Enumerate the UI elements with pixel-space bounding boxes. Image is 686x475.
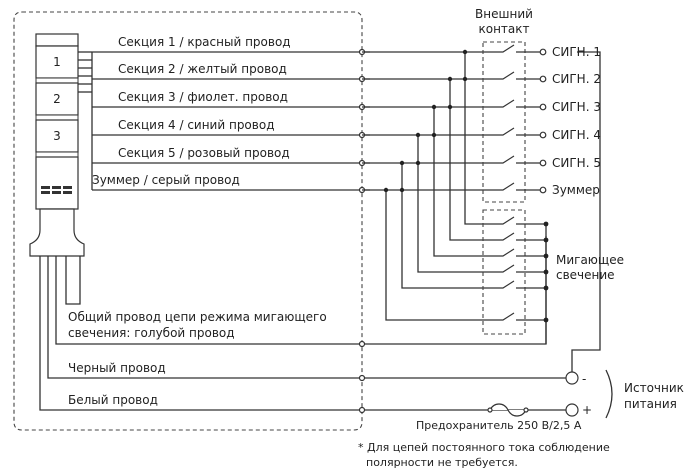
external-contact-title-1: Внешний xyxy=(475,7,533,21)
label-section-5: Секция 5 / розовый провод xyxy=(118,146,290,160)
signal-label-5: СИГН. 5 xyxy=(552,156,601,170)
label-white-wire: Белый провод xyxy=(68,393,158,407)
tower-wires xyxy=(39,51,573,411)
tier-1 xyxy=(35,45,79,79)
signal-return-wire xyxy=(571,51,601,364)
signal-wires xyxy=(362,49,495,321)
note-line-2: полярности не требуется. xyxy=(366,456,518,469)
signal-label-buzzer: Зуммер xyxy=(552,183,600,197)
flashing-switches xyxy=(495,216,549,344)
signal-tower: 1 2 3 xyxy=(29,33,85,257)
flashing-label-2: свечение xyxy=(556,268,615,282)
external-contact-box xyxy=(482,41,526,203)
signal-label-3: СИГН. 3 xyxy=(552,100,601,114)
power-minus-label: - xyxy=(582,372,586,386)
power-label-2: питания xyxy=(624,397,677,411)
external-contact-switches xyxy=(495,44,540,191)
flashing-label-1: Мигающее xyxy=(556,253,624,267)
note-line-1: * Для цепей постоянного тока соблюдение xyxy=(358,441,610,454)
tower-base xyxy=(29,208,85,257)
label-buzzer-wire: Зуммер / серый провод xyxy=(92,173,240,187)
power-plus-label: + xyxy=(582,403,592,417)
flashing-contact-box xyxy=(482,209,526,335)
fuse-icon xyxy=(489,403,527,417)
label-common-line-2: свечения: голубой провод xyxy=(68,326,235,340)
label-section-4: Секция 4 / синий провод xyxy=(118,118,275,132)
buzzer-grille xyxy=(41,186,72,194)
buzzer-unit xyxy=(35,156,79,210)
tier-label-2: 2 xyxy=(53,92,61,106)
label-black-wire: Черный провод xyxy=(68,361,166,375)
signal-label-2: СИГН. 2 xyxy=(552,72,601,86)
external-contact-title-2: контакт xyxy=(478,22,529,36)
label-section-2: Секция 2 / желтый провод xyxy=(118,62,287,76)
tier-2 xyxy=(35,82,79,116)
fuse-label: Предохранитель 250 В/2,5 А xyxy=(416,419,582,432)
label-common-line-1: Общий провод цепи режима мигающего xyxy=(68,310,327,324)
tier-label-3: 3 xyxy=(53,129,61,143)
label-section-3: Секция 3 / фиолет. провод xyxy=(118,90,288,104)
power-supply xyxy=(487,369,613,419)
power-label-1: Источник xyxy=(624,381,684,395)
tier-label-1: 1 xyxy=(53,55,61,69)
signal-terminals xyxy=(539,48,547,194)
signal-label-4: СИГН. 4 xyxy=(552,128,601,142)
label-section-1: Секция 1 / красный провод xyxy=(118,35,291,49)
signal-label-1: СИГН. 1 xyxy=(552,45,601,59)
tower-enclosure xyxy=(13,11,363,431)
